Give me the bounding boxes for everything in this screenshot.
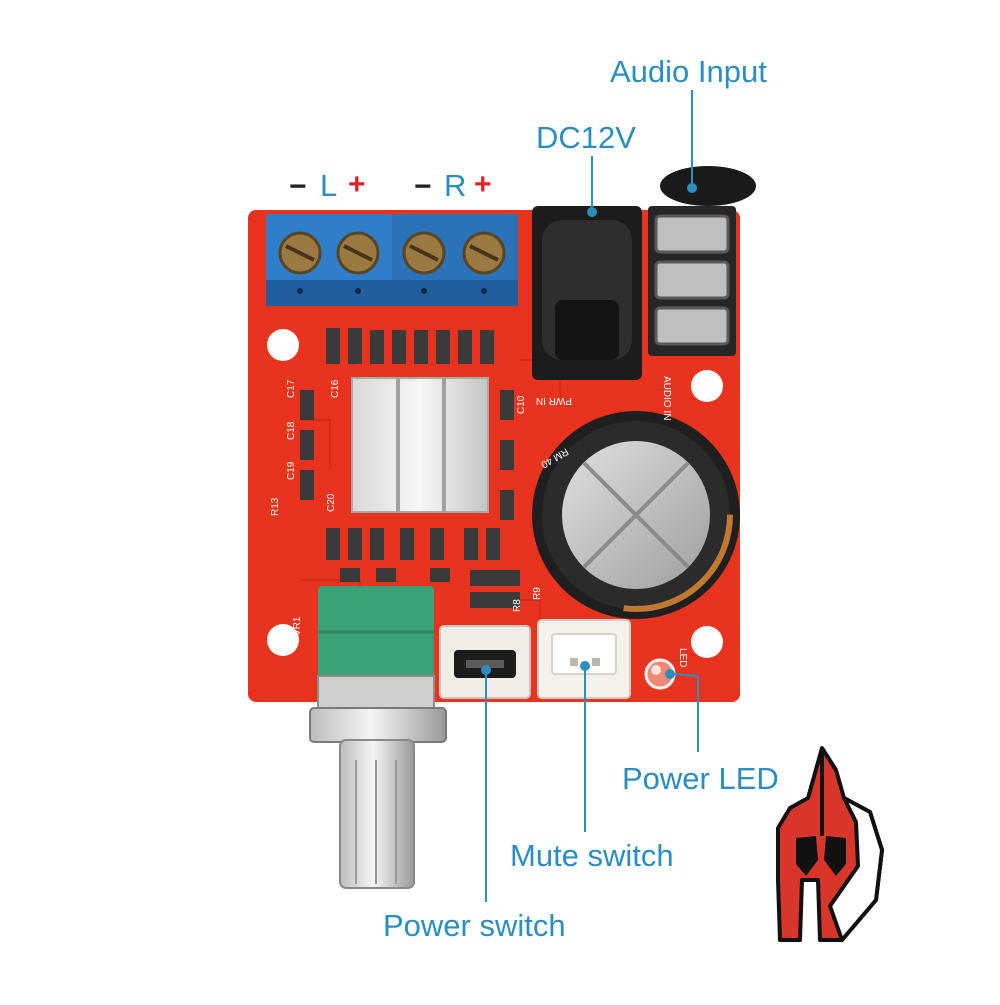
- leader-lines: [481, 90, 699, 902]
- leader-dot: [587, 207, 597, 217]
- heatsink: [351, 377, 489, 513]
- silk-r8: R8: [512, 599, 523, 612]
- left-minus-label: −: [289, 170, 307, 203]
- callout-power-led: Power LED: [622, 761, 779, 796]
- audio-input-jack: [648, 166, 756, 356]
- leader-dot: [580, 661, 590, 671]
- callout-audio-input: Audio Input: [610, 54, 767, 89]
- silk-pwr-in: PWR IN: [536, 395, 572, 406]
- power-led: [644, 658, 676, 690]
- dc-power-jack: [532, 206, 642, 380]
- volume-potentiometer: [309, 586, 447, 889]
- silk-c16: C16: [330, 379, 341, 398]
- silk-c17: C17: [286, 379, 297, 398]
- mounting-hole: [267, 624, 299, 656]
- leader-dot: [687, 183, 697, 193]
- mounting-hole: [691, 370, 723, 402]
- mounting-hole: [267, 329, 299, 361]
- mounting-hole: [691, 626, 723, 658]
- callout-power-switch: Power switch: [383, 908, 566, 943]
- silk-c19: C19: [286, 461, 297, 480]
- silk-led: LED: [677, 648, 688, 667]
- silk-c20: C20: [326, 493, 337, 512]
- leader-power-led-stub: [671, 673, 699, 677]
- spartan-helmet-icon: [776, 746, 884, 942]
- right-minus-label: −: [414, 170, 432, 203]
- silk-r9: R9: [532, 587, 543, 600]
- speaker-terminals: [266, 214, 518, 306]
- silk-c10: C10: [516, 395, 527, 414]
- leader-dot: [481, 665, 491, 675]
- silk-vr1: VR1: [292, 616, 303, 636]
- power-switch-connector: [439, 625, 531, 699]
- silk-r13: R13: [270, 497, 281, 516]
- silk-audio-in: AUDIO IN: [661, 376, 672, 420]
- left-plus-label: +: [348, 168, 366, 201]
- callout-dc12v: DC12V: [536, 120, 636, 155]
- callout-mute-switch: Mute switch: [510, 838, 674, 873]
- leader-dot: [665, 669, 675, 679]
- silk-c18: C18: [286, 421, 297, 440]
- right-channel-label: R: [444, 168, 467, 203]
- electrolytic-capacitor: [532, 411, 740, 619]
- mute-switch-connector: [537, 619, 631, 699]
- smd-components: [300, 328, 520, 608]
- left-channel-label: L: [320, 168, 338, 203]
- right-plus-label: +: [474, 168, 492, 201]
